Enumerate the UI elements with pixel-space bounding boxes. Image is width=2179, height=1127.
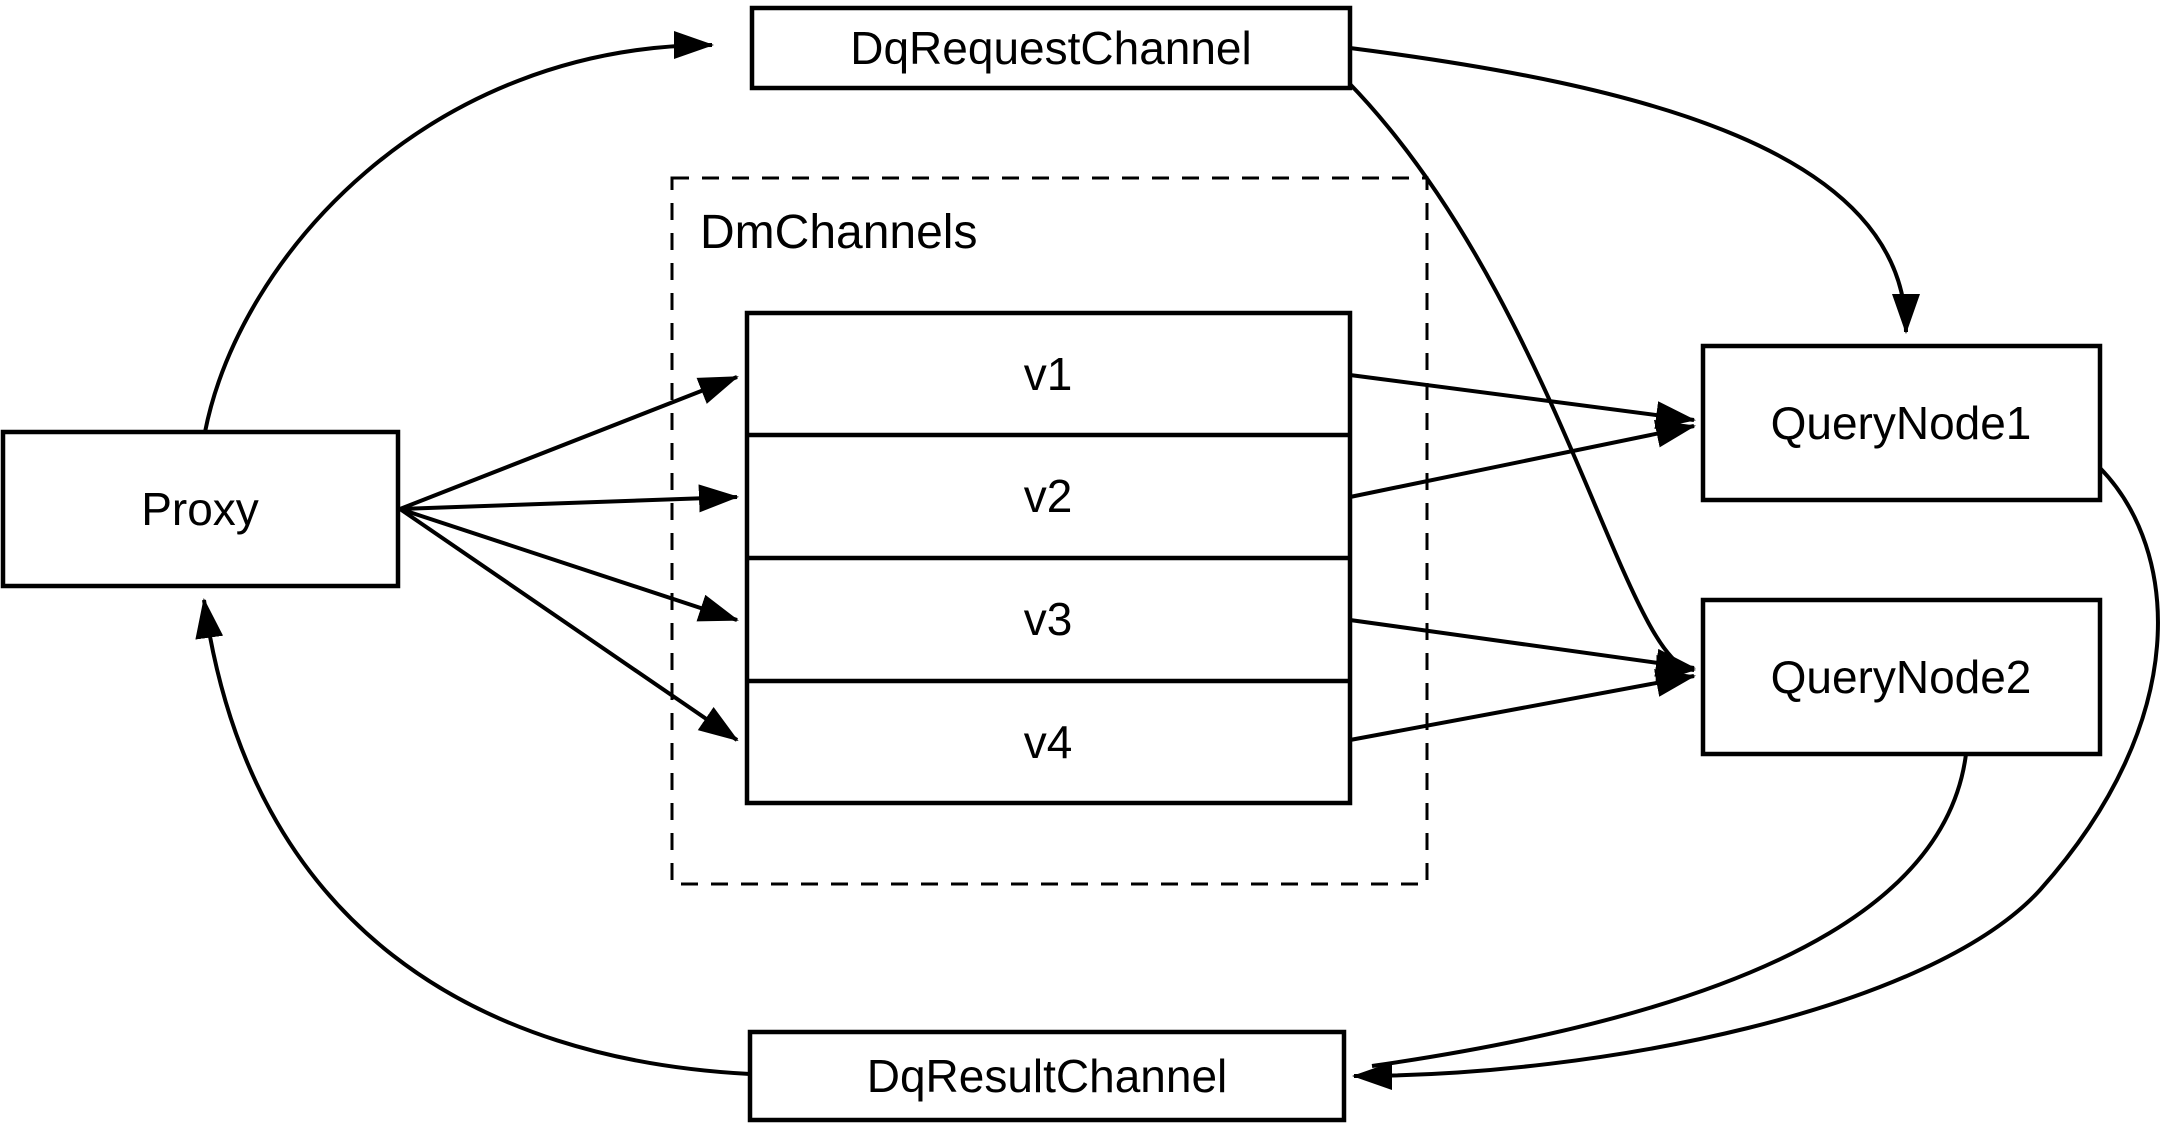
dm-channels-group: DmChannels v1 v2 v3 v4: [670, 176, 1429, 886]
node-query-node-1: QueryNode1: [1700, 343, 2103, 503]
query-node-2-box: [1700, 597, 2103, 757]
edge-v3-to-query-node-2: [1349, 618, 1696, 677]
edge-proxy-to-v3: [399, 507, 739, 622]
edge-v1-to-query-node-1: [1349, 373, 1696, 429]
node-proxy: Proxy: [0, 429, 401, 589]
dq-request-channel-box: [749, 5, 1353, 91]
node-query-node-2: QueryNode2: [1700, 597, 2103, 757]
dq-result-channel-label: DqResultChannel: [867, 1050, 1228, 1102]
edges: [195, 31, 2160, 1090]
node-dq-request-channel: DqRequestChannel: [749, 5, 1353, 91]
edge-proxy-to-dq-request-channel: [203, 31, 714, 433]
node-dq-result-channel: DqResultChannel: [747, 1029, 1347, 1123]
dm-channels-group-box: [670, 176, 1429, 886]
edge-dq-request-channel-to-query-node-2: [1346, 80, 1696, 683]
query-node-2-label: QueryNode2: [1771, 651, 2032, 703]
edge-proxy-to-v2: [399, 484, 739, 513]
proxy-label: Proxy: [141, 483, 259, 535]
dq-request-channel-label: DqRequestChannel: [850, 22, 1252, 74]
edge-v4-to-query-node-2: [1349, 669, 1696, 742]
channel-v1-label: v1: [1024, 348, 1073, 400]
channel-v4-label: v4: [1024, 716, 1073, 768]
channel-v3-label: v3: [1024, 593, 1073, 645]
channel-table: v1 v2 v3 v4: [744, 310, 1353, 806]
proxy-box: [0, 429, 401, 589]
edge-v2-to-query-node-1: [1349, 419, 1696, 499]
query-node-1-label: QueryNode1: [1771, 397, 2032, 449]
edge-proxy-to-v4: [398, 507, 739, 742]
dm-channels-group-label: DmChannels: [700, 206, 977, 259]
channel-v2-label: v2: [1024, 470, 1073, 522]
query-node-1-box: [1700, 343, 2103, 503]
edge-dq-result-channel-to-proxy: [195, 598, 751, 1076]
edge-proxy-to-v1: [399, 375, 739, 511]
edge-query-node-1-to-dq-result-channel: [1352, 466, 2160, 1090]
dq-result-channel-box: [747, 1029, 1347, 1123]
edge-dq-request-channel-to-query-node-1: [1349, 46, 1920, 334]
edge-query-node-2-to-dq-result-channel: [1371, 753, 1968, 1068]
